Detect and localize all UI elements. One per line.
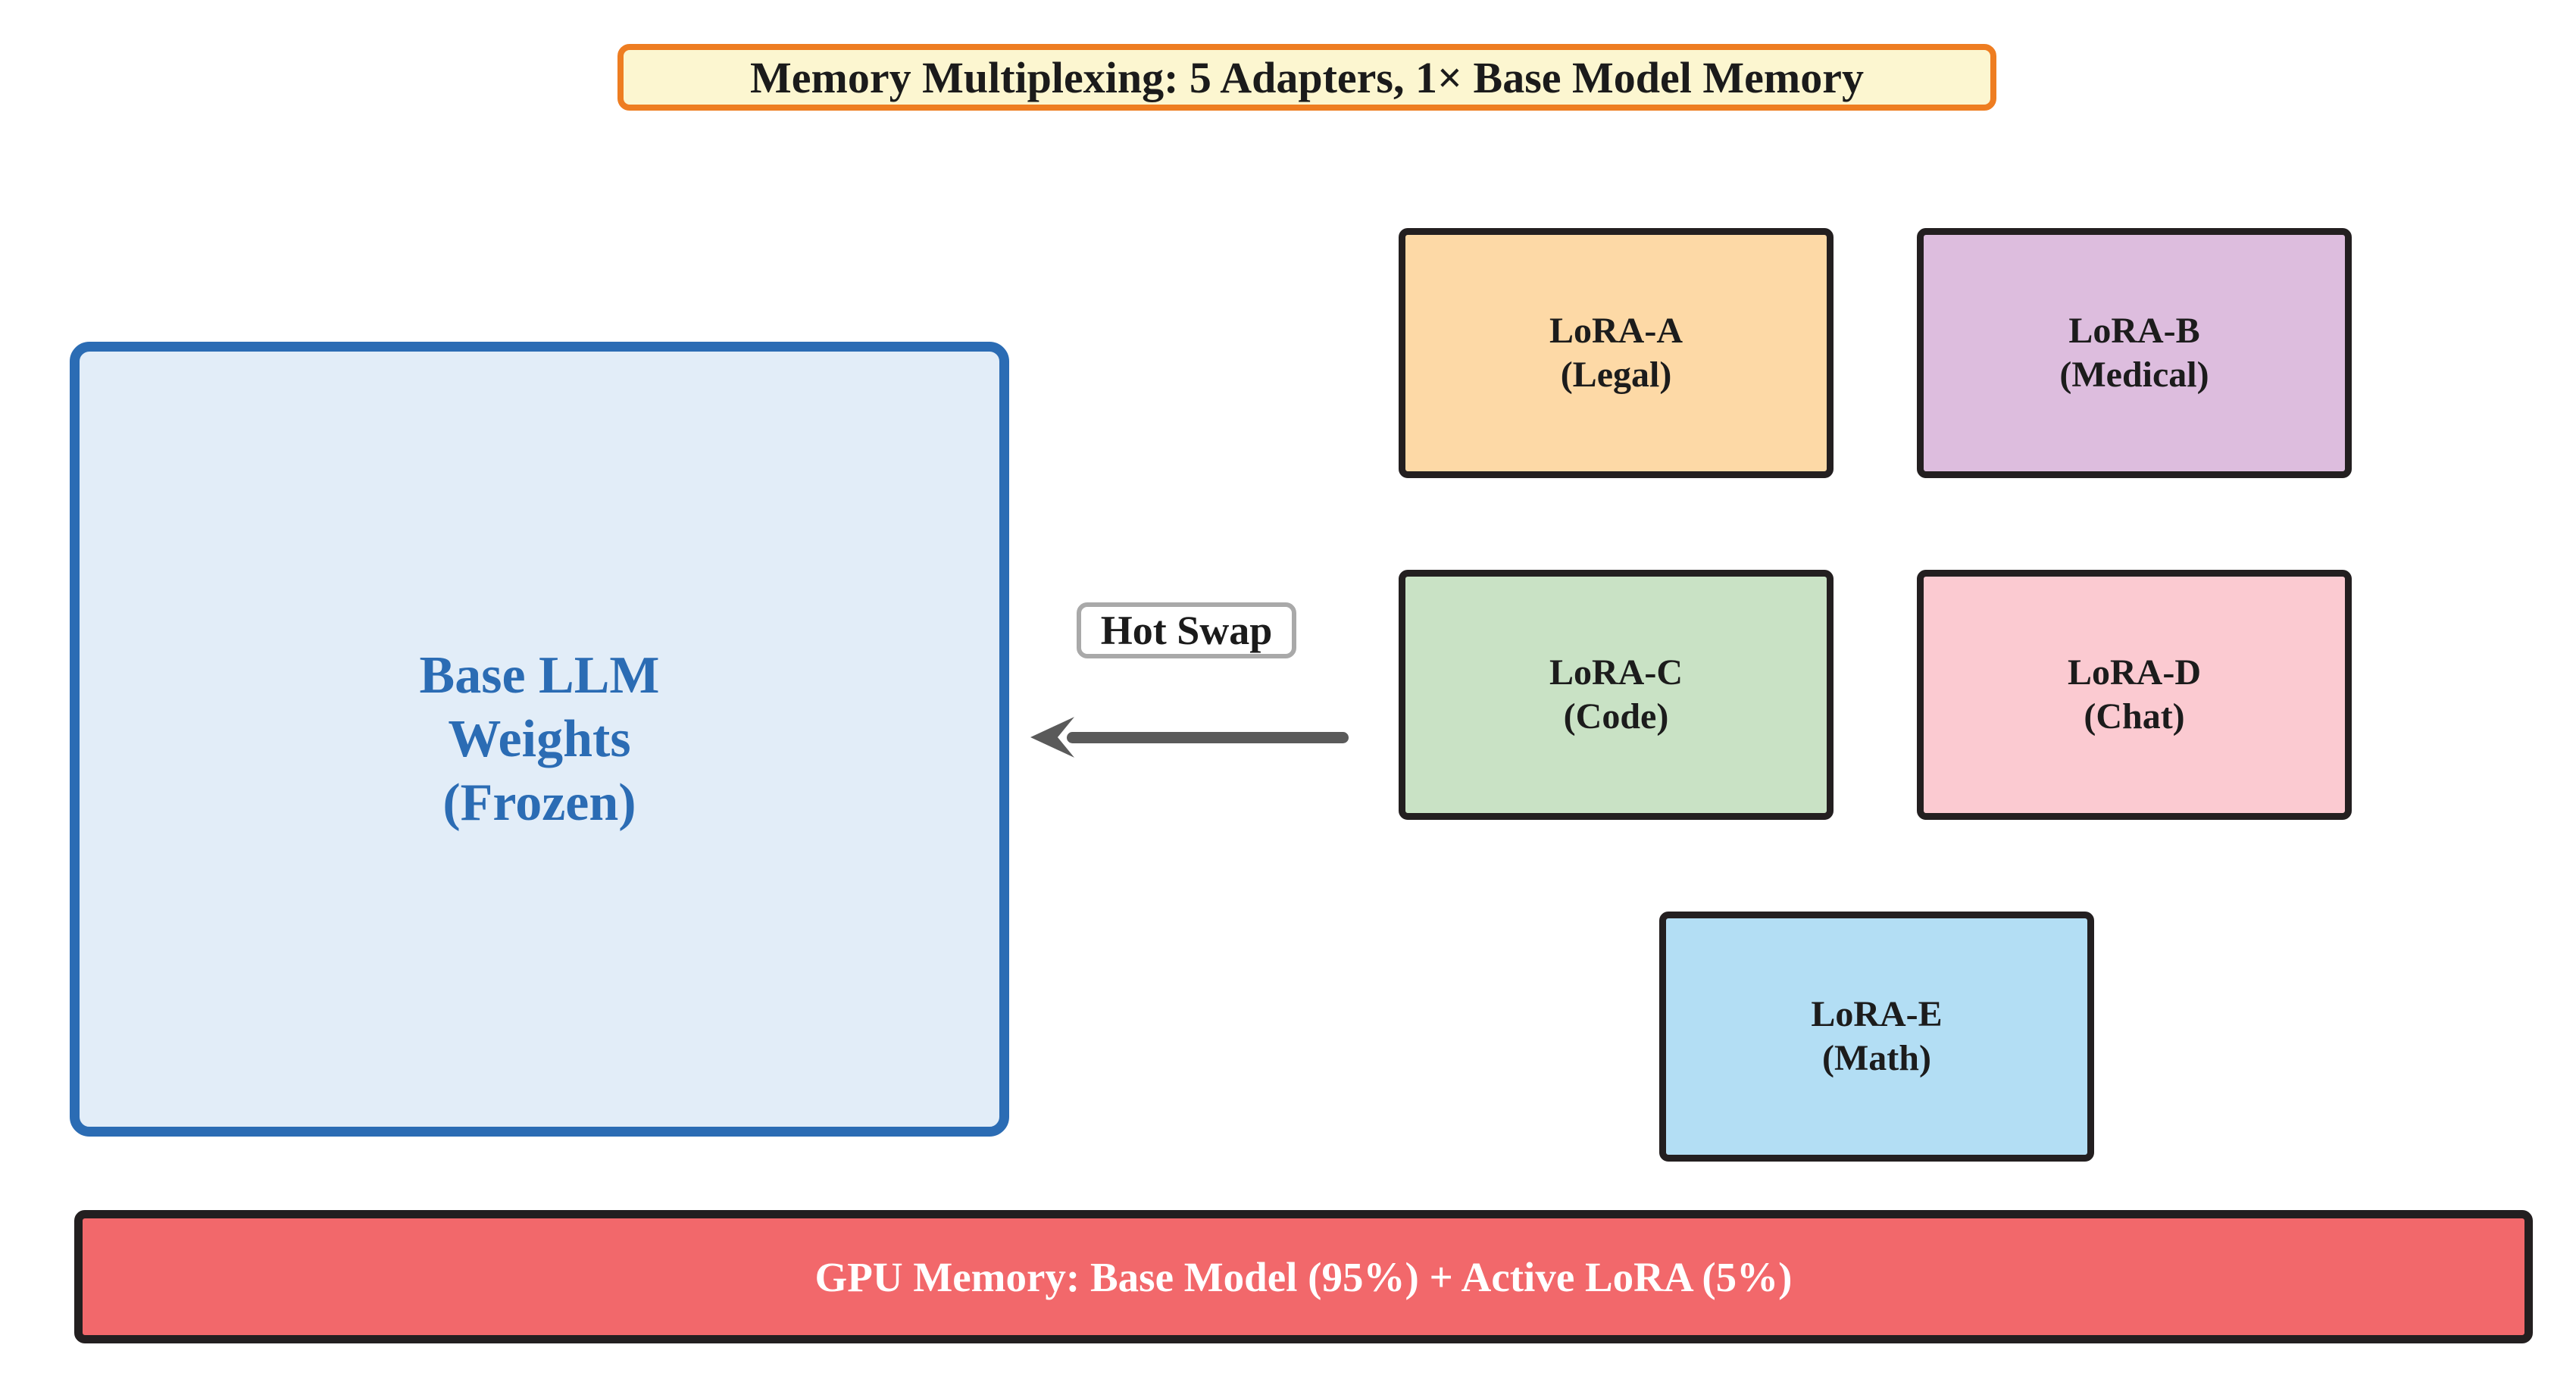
adapter-lora-a-box: LoRA-A (Legal) xyxy=(1399,228,1834,478)
adapter-lora-e-domain: (Math) xyxy=(1822,1038,1931,1078)
adapter-lora-a-name: LoRA-A xyxy=(1549,311,1683,351)
diagram-title: Memory Multiplexing: 5 Adapters, 1× Base… xyxy=(617,44,1996,111)
hot-swap-arrow-shaft xyxy=(1067,732,1349,743)
hot-swap-label: Hot Swap xyxy=(1077,602,1296,658)
adapter-lora-b-box: LoRA-B (Medical) xyxy=(1917,228,2352,478)
gpu-memory-bar: GPU Memory: Base Model (95%) + Active Lo… xyxy=(74,1210,2533,1343)
base-llm-line-2: Weights xyxy=(448,709,631,768)
adapter-lora-c-domain: (Code) xyxy=(1563,696,1669,736)
adapter-lora-e-box: LoRA-E (Math) xyxy=(1659,912,2094,1162)
adapter-lora-d-domain: (Chat) xyxy=(2084,696,2185,736)
base-llm-line-1: Base LLM xyxy=(419,646,660,705)
adapter-lora-d-box: LoRA-D (Chat) xyxy=(1917,570,2352,820)
adapter-lora-a-domain: (Legal) xyxy=(1560,355,1672,395)
base-llm-line-3: (Frozen) xyxy=(442,773,636,832)
adapter-lora-c-box: LoRA-C (Code) xyxy=(1399,570,1834,820)
gpu-memory-label: GPU Memory: Base Model (95%) + Active Lo… xyxy=(814,1253,1793,1300)
hot-swap-label-text: Hot Swap xyxy=(1100,608,1273,653)
adapter-lora-b-name: LoRA-B xyxy=(2068,311,2200,351)
adapter-lora-c-name: LoRA-C xyxy=(1549,652,1683,693)
diagram-title-label: Memory Multiplexing: 5 Adapters, 1× Base… xyxy=(750,52,1864,102)
adapter-lora-b-domain: (Medical) xyxy=(2059,355,2209,395)
adapter-lora-e-name: LoRA-E xyxy=(1811,994,1943,1034)
adapter-lora-d-name: LoRA-D xyxy=(2068,652,2201,693)
base-llm-box: Base LLM Weights (Frozen) xyxy=(70,342,1009,1137)
